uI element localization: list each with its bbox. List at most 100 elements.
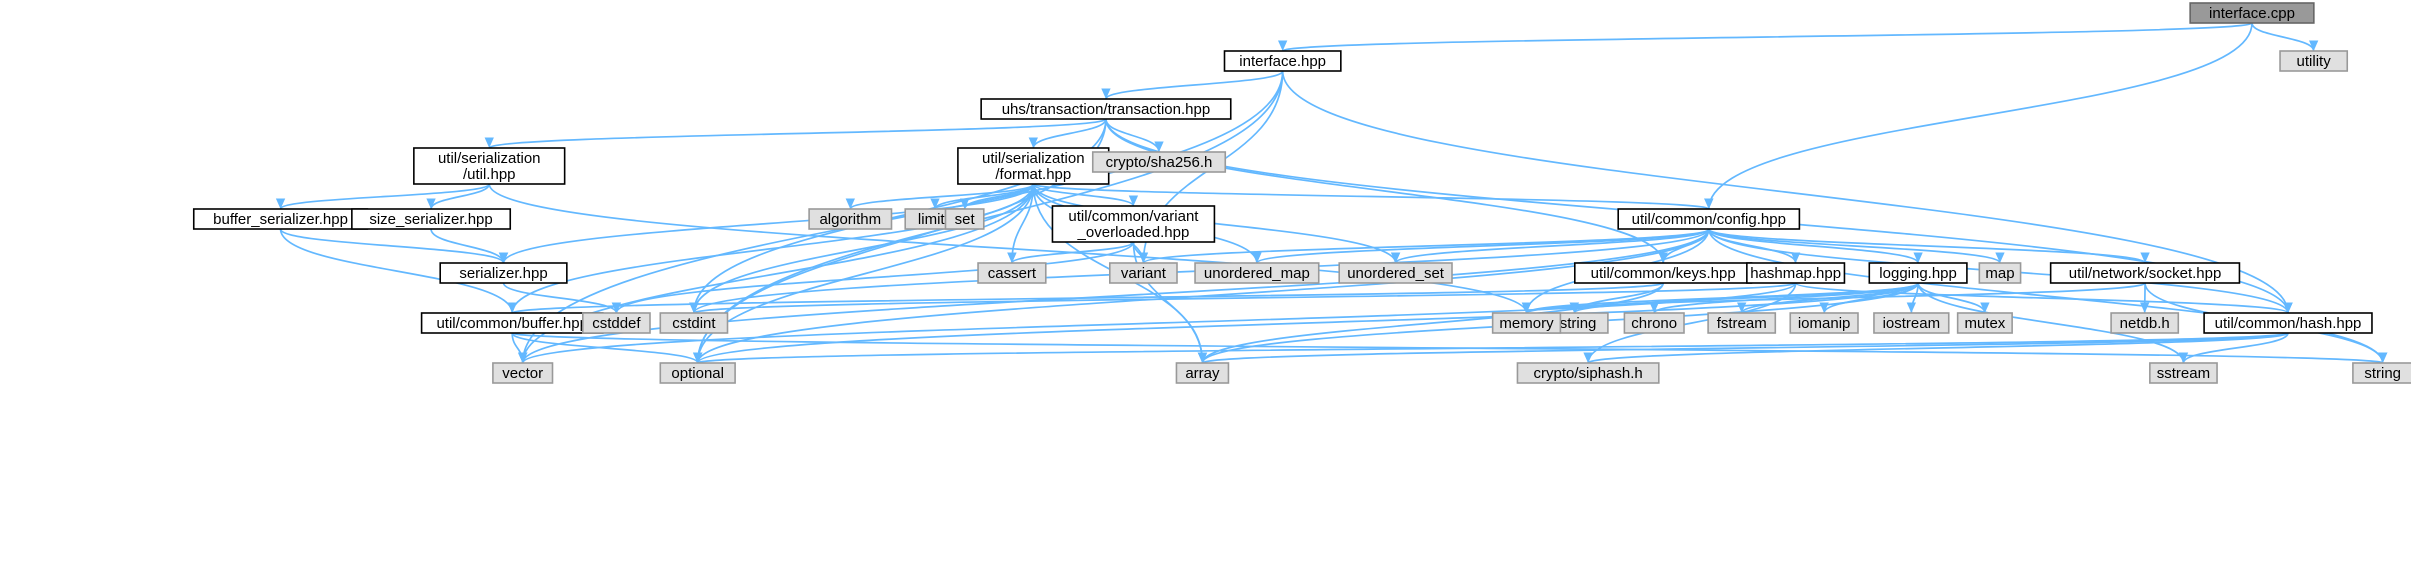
node-box	[1175, 362, 1230, 384]
edge-hash-hpp-to-optional	[694, 332, 2289, 364]
node-hashmap-hpp[interactable]: hashmap.hpp	[1746, 262, 1846, 284]
node-box	[977, 262, 1047, 284]
node-box	[1789, 312, 1859, 334]
node-mutex: mutex	[1956, 312, 2013, 334]
node-label: string	[2364, 365, 2401, 382]
edge-config-hpp-to-string	[1707, 228, 2388, 364]
node-hash-hpp[interactable]: util/common/hash.hpp	[2203, 312, 2373, 334]
node-socket-hpp[interactable]: util/network/socket.hpp	[2049, 262, 2241, 284]
edge-hashmap-hpp-to-cstdint	[689, 282, 1797, 314]
node-variant-overloaded[interactable]: util/common/variant_overloaded.hpp	[1051, 205, 1216, 243]
edge-interface-cpp-to-interface-hpp	[1278, 22, 2253, 52]
node-label: unordered_set	[1347, 265, 1445, 282]
node-label: cassert	[988, 265, 1037, 282]
node-label: set	[955, 211, 976, 228]
node-sha256-h: crypto/sha256.h	[1091, 151, 1227, 173]
node-iomanip: iomanip	[1789, 312, 1859, 334]
node-label: cstddef	[592, 315, 641, 332]
node-label: array	[1185, 365, 1220, 382]
node-box	[659, 362, 736, 384]
edge-socket-hpp-to-memory	[1522, 282, 2146, 314]
node-array: array	[1175, 362, 1230, 384]
node-transaction-hpp[interactable]: uhs/transaction/transaction.hpp	[980, 98, 1232, 120]
node-label: serializer.hpp	[459, 265, 547, 282]
node-label: size_serializer.hpp	[369, 211, 492, 228]
node-label: cstring	[1552, 315, 1596, 332]
node-box	[659, 312, 729, 334]
edge-logging-hpp-to-cstring	[1569, 282, 1919, 314]
node-cstddef: cstddef	[581, 312, 651, 334]
node-buffer-serializer[interactable]: buffer_serializer.hpp	[192, 208, 369, 230]
edge-format-hpp-to-set	[959, 183, 1035, 210]
node-set: set	[944, 208, 985, 230]
edge-hash-hpp-to-array	[1198, 332, 2289, 364]
node-buffer-hpp[interactable]: util/common/buffer.hpp	[420, 312, 604, 334]
node-ser-util-hpp[interactable]: util/serialization/util.hpp	[413, 147, 566, 185]
edge-ser-util-hpp-to-buffer-serializer	[275, 183, 491, 210]
node-box	[1623, 312, 1685, 334]
edge-logging-hpp-to-mutex	[1917, 282, 1990, 314]
edge-config-hpp-to-logging-hpp	[1707, 228, 1923, 264]
node-utility: utility	[2279, 50, 2349, 72]
node-config-hpp[interactable]: util/common/config.hpp	[1617, 208, 1801, 230]
node-box	[413, 147, 566, 185]
node-keys-hpp[interactable]: util/common/keys.hpp	[1574, 262, 1753, 284]
node-box	[1873, 312, 1950, 334]
node-box	[1956, 312, 2013, 334]
node-label: optional	[671, 365, 724, 382]
node-box	[1194, 262, 1320, 284]
node-box	[1868, 262, 1968, 284]
node-format-hpp[interactable]: util/serialization/format.hpp	[957, 147, 1110, 185]
node-label: crypto/sha256.h	[1106, 154, 1213, 171]
node-layer: interface.cpp utility interface.hpp uhs/tra…	[192, 2, 2411, 384]
node-label: util/common/hash.hpp	[2215, 315, 2362, 332]
node-label: unordered_map	[1204, 265, 1310, 282]
edge-interface-cpp-to-utility	[2251, 22, 2319, 52]
node-variant: variant	[1109, 262, 1178, 284]
node-map: map	[1978, 262, 2022, 284]
node-serializer-hpp[interactable]: serializer.hpp	[439, 262, 568, 284]
node-string: string	[2352, 362, 2411, 384]
edge-size-serializer-to-serializer-hpp	[430, 228, 509, 264]
node-box	[2279, 50, 2349, 72]
node-box	[1338, 262, 1453, 284]
edge-buffer-hpp-to-vector	[511, 332, 528, 364]
node-label: netdb.h	[2120, 315, 2170, 332]
edge-format-hpp-to-serializer-hpp	[498, 183, 1035, 264]
edge-format-hpp-to-algorithm	[845, 183, 1035, 210]
node-label: algorithm	[819, 211, 881, 228]
node-netdb-h: netdb.h	[2110, 312, 2180, 334]
edge-config-hpp-to-map	[1707, 228, 2005, 264]
node-label: fstream	[1717, 315, 1767, 332]
node-memory: memory	[1491, 312, 1562, 334]
edge-hashmap-hpp-to-hash-hpp	[1794, 282, 2293, 314]
node-label: sstream	[2157, 365, 2210, 382]
node-interface-cpp[interactable]: interface.cpp	[2189, 2, 2315, 24]
node-interface-hpp[interactable]: interface.hpp	[1223, 50, 1342, 72]
edge-transaction-hpp-to-keys-hpp	[1105, 118, 1668, 264]
node-logging-hpp[interactable]: logging.hpp	[1868, 262, 1968, 284]
node-vector: vector	[492, 362, 554, 384]
node-sstream: sstream	[2149, 362, 2218, 384]
node-label: map	[1985, 265, 2014, 282]
node-label: crypto/siphash.h	[1534, 365, 1643, 382]
node-label: hashmap.hpp	[1750, 265, 1841, 282]
edge-config-hpp-to-unordered-set	[1391, 228, 1710, 264]
node-label: iostream	[1883, 315, 1941, 332]
edge-buffer-hpp-to-optional	[511, 332, 703, 364]
edge-interface-hpp-to-transaction-hpp	[1101, 70, 1284, 100]
node-label: interface.hpp	[1239, 53, 1326, 70]
node-algorithm: algorithm	[808, 208, 893, 230]
node-box	[2352, 362, 2411, 384]
node-box	[581, 312, 651, 334]
edge-variant-overloaded-to-array	[1132, 241, 1208, 364]
node-size-serializer[interactable]: size_serializer.hpp	[351, 208, 512, 230]
edge-hash-hpp-to-siphash-h	[1583, 332, 2289, 364]
node-label: logging.hpp	[1879, 265, 1957, 282]
node-box	[1091, 151, 1227, 173]
node-unordered-set: unordered_set	[1338, 262, 1453, 284]
node-label: util/serialization/util.hpp	[438, 150, 541, 183]
node-unordered-map: unordered_map	[1194, 262, 1320, 284]
edge-config-hpp-to-vector	[518, 228, 1710, 364]
node-label: buffer_serializer.hpp	[213, 211, 348, 228]
